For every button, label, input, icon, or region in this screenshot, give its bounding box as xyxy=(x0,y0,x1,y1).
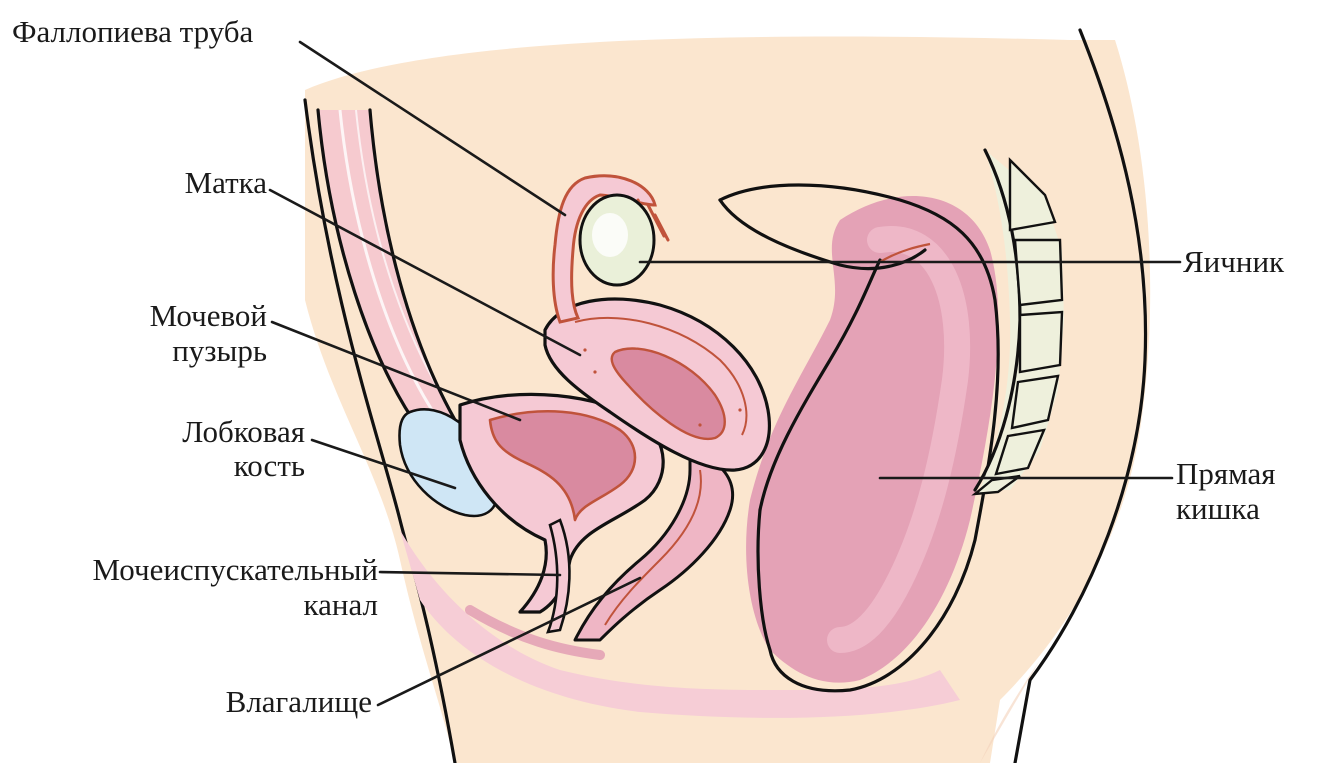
label-vagina: Влагалище xyxy=(226,684,372,719)
label-uterus: Матка xyxy=(185,165,268,200)
label-rectum-line2: кишка xyxy=(1176,491,1260,526)
label-urethra-line2: канал xyxy=(304,587,378,622)
label-pubic-bone-line1: Лобковая xyxy=(182,414,305,449)
label-bladder-line2: пузырь xyxy=(172,333,267,368)
label-urethra-line1: Мочеиспускательный xyxy=(92,552,378,587)
label-fallopian-tube: Фаллопиева труба xyxy=(12,14,254,49)
label-pubic-bone-line2: кость xyxy=(234,448,305,483)
label-bladder-line1: Мочевой xyxy=(150,298,267,333)
label-rectum-line1: Прямая xyxy=(1176,456,1276,491)
label-ovary: Яичник xyxy=(1183,244,1285,279)
ovary xyxy=(580,195,654,285)
